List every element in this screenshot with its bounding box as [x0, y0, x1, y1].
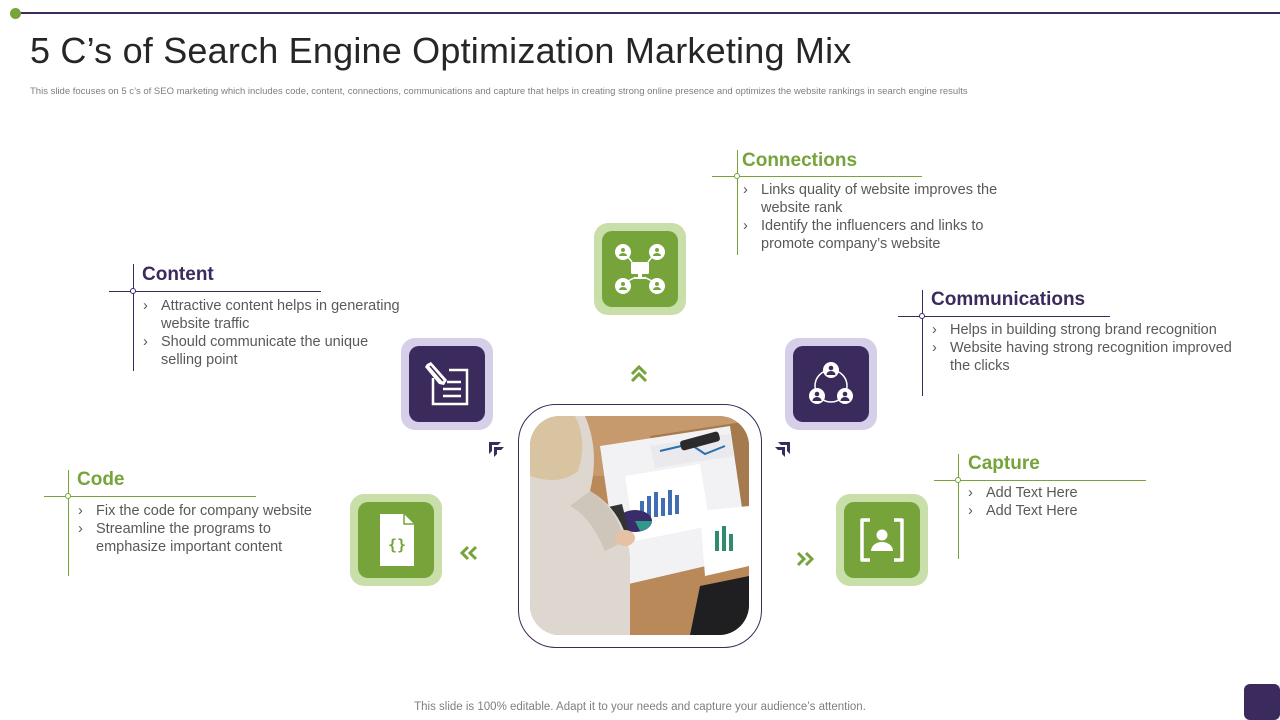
- communications-node: [919, 313, 925, 319]
- central-photo-frame: [518, 404, 762, 648]
- code-vertical-rule: [68, 470, 69, 576]
- communications-vertical-rule: [922, 290, 923, 396]
- corner-badge: [1244, 684, 1280, 720]
- code-bullet: Fix the code for company website: [76, 502, 336, 520]
- arrow-right-icon: [796, 551, 815, 567]
- arrow-left-icon: [459, 545, 478, 561]
- arrow-up-right-icon: [775, 442, 790, 457]
- code-bullets: Fix the code for company website Streaml…: [76, 502, 336, 556]
- connections-icon-box: [594, 223, 686, 315]
- arrow-up-icon: [630, 364, 648, 383]
- code-icon-box: {}: [350, 494, 442, 586]
- connections-vertical-rule: [737, 150, 738, 255]
- capture-node: [955, 477, 961, 483]
- slide-footer: This slide is 100% editable. Adapt it to…: [414, 701, 866, 713]
- edit-document-icon: [425, 362, 469, 406]
- connections-bullet: Links quality of website improves the we…: [741, 181, 1011, 217]
- network-icon: [615, 244, 665, 294]
- content-icon-box: [401, 338, 493, 430]
- content-bullet: Should communicate the unique selling po…: [141, 333, 411, 369]
- connections-bullets: Links quality of website improves the we…: [741, 181, 1011, 253]
- code-node: [65, 493, 71, 499]
- arrow-up-left-icon: [489, 442, 504, 457]
- content-vertical-rule: [133, 264, 134, 371]
- connections-horizontal-rule: [712, 176, 922, 177]
- capture-bullets: Add Text Here Add Text Here: [966, 484, 1166, 520]
- code-horizontal-rule: [44, 496, 256, 497]
- communications-icon-box: [785, 338, 877, 430]
- code-bullet: Streamline the programs to emphasize imp…: [76, 520, 336, 556]
- content-node: [130, 288, 136, 294]
- communications-bullets: Helps in building strong brand recogniti…: [930, 321, 1250, 375]
- communications-bullet: Helps in building strong brand recogniti…: [930, 321, 1250, 339]
- capture-title: Capture: [968, 453, 1040, 474]
- content-bullet: Attractive content helps in generating w…: [141, 297, 411, 333]
- communications-bullet: Website having strong recognition improv…: [930, 339, 1250, 375]
- capture-vertical-rule: [958, 454, 959, 559]
- code-title: Code: [77, 469, 125, 490]
- capture-horizontal-rule: [934, 480, 1146, 481]
- people-circle-icon: [809, 362, 853, 404]
- top-rule: [12, 12, 1280, 14]
- top-rule-dot: [10, 8, 21, 19]
- central-photo: [530, 416, 749, 635]
- communications-title: Communications: [931, 289, 1086, 310]
- communications-horizontal-rule: [898, 316, 1110, 317]
- connections-node: [734, 173, 740, 179]
- content-title: Content: [142, 264, 214, 285]
- connections-title: Connections: [742, 150, 858, 171]
- content-bullets: Attractive content helps in generating w…: [141, 297, 411, 369]
- code-file-icon: {}: [380, 514, 414, 566]
- slide-title: 5 C’s of Search Engine Optimization Mark…: [30, 30, 852, 71]
- capture-icon-box: [836, 494, 928, 586]
- user-focus-icon: [860, 518, 904, 562]
- capture-bullet: Add Text Here: [966, 484, 1166, 502]
- content-horizontal-rule: [109, 291, 321, 292]
- connections-bullet: Identify the influencers and links to pr…: [741, 217, 1011, 253]
- office-desk-photo: [530, 416, 749, 635]
- slide-subtitle: This slide focuses on 5 c’s of SEO marke…: [30, 86, 968, 97]
- capture-bullet: Add Text Here: [966, 502, 1166, 520]
- svg-text:{}: {}: [388, 536, 406, 554]
